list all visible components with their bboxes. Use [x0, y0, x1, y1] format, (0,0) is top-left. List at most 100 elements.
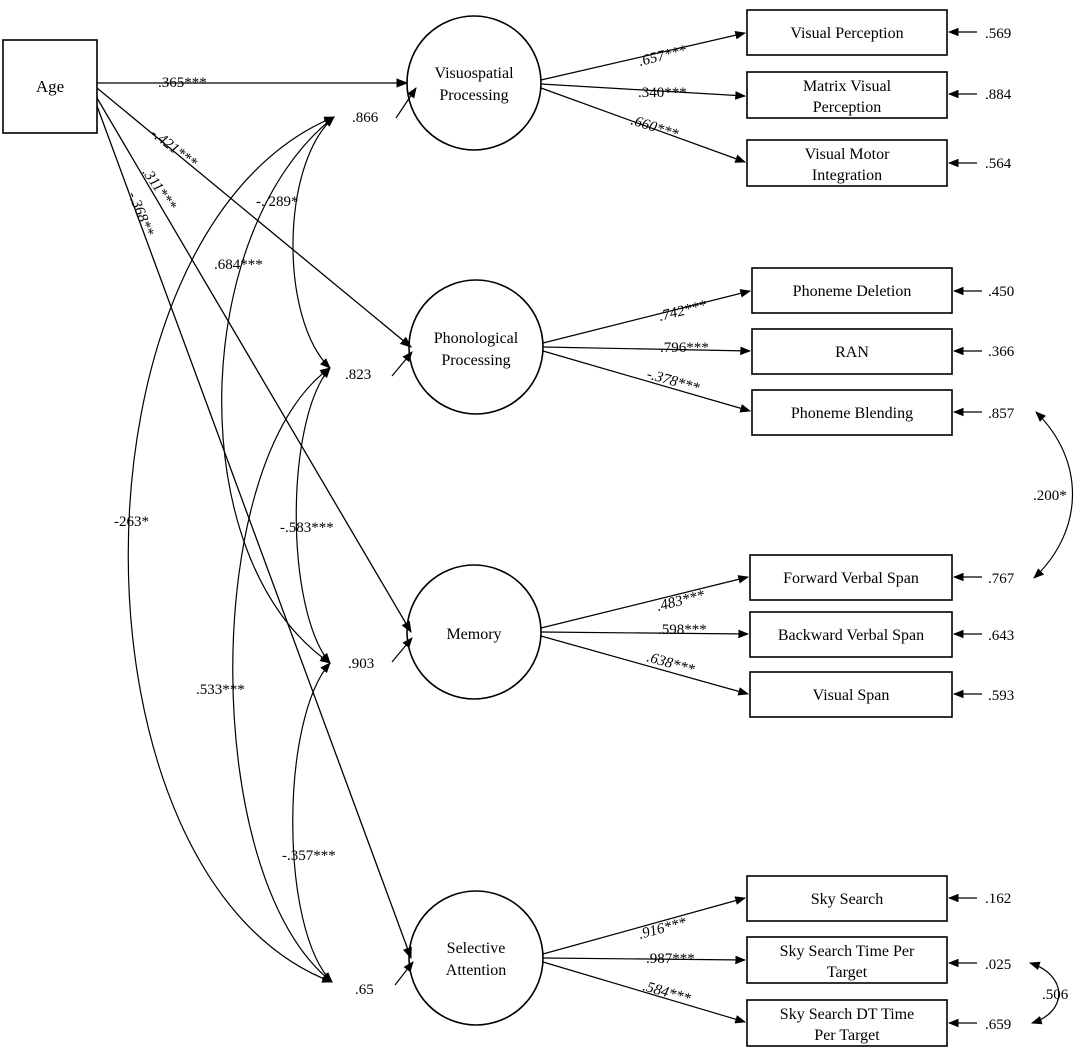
indicator-visual-perception: Visual Perception: [746, 9, 948, 56]
indicator-matrix-visual-perception: Matrix Visual Perception: [746, 71, 948, 119]
indicator-forward-verbal-span: Forward Verbal Span: [749, 554, 953, 601]
svg-text:Visual Span: Visual Span: [813, 687, 890, 704]
svg-text:Selective: Selective: [447, 940, 506, 957]
loading-arrow-visual-motor-integration: [540, 87, 747, 163]
svg-text:Visual Motor: Visual Motor: [805, 146, 890, 163]
coef-age-phonological: -.421***: [148, 126, 201, 172]
svg-text:Attention: Attention: [446, 962, 506, 979]
svg-text:Phonological: Phonological: [434, 330, 519, 347]
svg-text:Phoneme Deletion: Phoneme Deletion: [793, 283, 912, 300]
loading-visual-motor-integration: .660***: [629, 113, 681, 143]
residual-arrow-visuospatial: [395, 87, 417, 119]
svg-text:Visual Perception: Visual Perception: [790, 25, 903, 42]
svg-text:Perception: Perception: [813, 99, 881, 116]
error-backward-verbal-span: .643: [988, 628, 1014, 644]
loading-arrow-sky-search-time: [542, 955, 747, 965]
residual-visuospatial: .866: [352, 110, 379, 126]
loading-arrow-ran: [542, 346, 752, 356]
loading-arrow-forward-verbal-span: [540, 575, 750, 629]
error-sky-search: .162: [985, 891, 1011, 907]
cov-label-vis-phon: -. 289*: [256, 194, 299, 210]
errcov-label-skytime-skydt: .506: [1042, 987, 1069, 1003]
cov-label-phon-sel: .533***: [196, 682, 245, 698]
residual-memory: .903: [348, 656, 374, 672]
svg-text:Forward Verbal Span: Forward Verbal Span: [783, 570, 919, 587]
indicator-visual-span: Visual Span: [749, 671, 953, 718]
cov-memory-selective: [292, 662, 333, 983]
error-sky-search-dt-time: .659: [985, 1017, 1011, 1033]
error-visual-perception: .569: [985, 26, 1011, 42]
cov-label-vis-sel: -263*: [114, 514, 149, 530]
residual-selective: .65: [355, 982, 374, 998]
latent-memory: Memory: [406, 564, 542, 700]
residual-arrow-memory: [391, 637, 413, 663]
loading-arrow-visual-span: [540, 635, 750, 696]
coef-age-visuospatial: .365***: [158, 75, 207, 91]
indicator-sky-search-time-per-target: Sky Search Time Per Target: [746, 936, 948, 984]
cov-visuospatial-phonological: [292, 116, 335, 369]
loading-arrow-phoneme-deletion: [542, 289, 752, 344]
svg-text:Visuospatial: Visuospatial: [434, 65, 514, 82]
path-age-selective: [96, 105, 412, 960]
loading-phoneme-blending: -.378***: [645, 366, 702, 396]
loading-sky-search-time: .987***: [646, 951, 695, 967]
latent-selective-attention: Selective Attention: [408, 890, 544, 1026]
path-age-phonological: [96, 87, 412, 348]
loading-matrix-visual-perception: .340***: [638, 85, 687, 101]
coef-age-selective: -.368**: [124, 190, 156, 239]
indicator-sky-search-dt-time-per-target: Sky Search DT Time Per Target: [746, 999, 948, 1047]
cov-visuospatial-memory: [221, 116, 335, 664]
error-forward-verbal-span: .767: [988, 571, 1015, 587]
error-matrix-visual-perception: .884: [985, 87, 1012, 103]
indicator-ran: RAN: [751, 328, 953, 375]
svg-text:Matrix Visual: Matrix Visual: [803, 78, 892, 95]
loading-backward-verbal-span: .598***: [658, 622, 707, 638]
svg-text:Sky Search DT Time: Sky Search DT Time: [780, 1006, 914, 1023]
error-arrows: [947, 27, 982, 1028]
indicator-visual-motor-integration: Visual Motor Integration: [746, 139, 948, 187]
indicator-backward-verbal-span: Backward Verbal Span: [749, 611, 953, 658]
loading-visual-span: .638***: [645, 649, 697, 678]
cov-phonological-memory: [295, 367, 331, 664]
svg-text:RAN: RAN: [835, 344, 869, 361]
latent-visuospatial: Visuospatial Processing: [406, 15, 542, 151]
residual-phonological: .823: [345, 367, 371, 383]
cov-phonological-selective: [232, 367, 333, 983]
age-box: [2, 39, 98, 134]
svg-text:Target: Target: [827, 964, 868, 981]
svg-text:Backward Verbal Span: Backward Verbal Span: [778, 627, 924, 644]
error-ran: .366: [988, 344, 1015, 360]
svg-text:Per Target: Per Target: [814, 1027, 880, 1044]
error-visual-motor-integration: .564: [985, 156, 1012, 172]
path-age-memory: [96, 97, 412, 634]
loading-ran: .796***: [660, 340, 709, 356]
svg-text:Sky Search Time Per: Sky Search Time Per: [780, 943, 915, 960]
loading-arrow-visual-perception: [540, 30, 747, 81]
errcov-blending-forward: [1033, 411, 1073, 579]
svg-text:Integration: Integration: [812, 167, 882, 184]
loading-phoneme-deletion: .742***: [657, 297, 709, 324]
errcov-skytime-skydt: [1028, 961, 1060, 1025]
cov-visuospatial-selective: [127, 116, 335, 983]
svg-text:Processing: Processing: [441, 352, 510, 369]
cov-label-phon-mem: -.583***: [280, 520, 334, 536]
svg-text:Processing: Processing: [439, 87, 508, 104]
age-label: Age: [36, 77, 64, 96]
error-visual-span: .593: [988, 688, 1014, 704]
loading-arrow-sky-search-dt-time: [542, 961, 747, 1024]
svg-text:Phoneme Blending: Phoneme Blending: [791, 405, 913, 422]
loading-sky-search-dt-time: .584***: [641, 978, 693, 1007]
loading-sky-search: .916***: [637, 915, 689, 943]
residual-arrow-selective: [394, 961, 414, 986]
svg-text:Memory: Memory: [446, 626, 501, 643]
latent-phonological: Phonological Processing: [408, 279, 544, 415]
indicator-phoneme-blending: Phoneme Blending: [751, 389, 953, 436]
svg-text:Sky Search: Sky Search: [811, 891, 883, 908]
loading-visual-perception: .657***: [637, 42, 689, 69]
loading-arrow-phoneme-blending: [542, 350, 752, 413]
loading-arrow-backward-verbal-span: [540, 629, 750, 639]
indicator-sky-search: Sky Search: [746, 875, 948, 922]
cov-label-vis-mem: .684***: [214, 257, 263, 273]
error-phoneme-blending: .857: [988, 406, 1015, 422]
